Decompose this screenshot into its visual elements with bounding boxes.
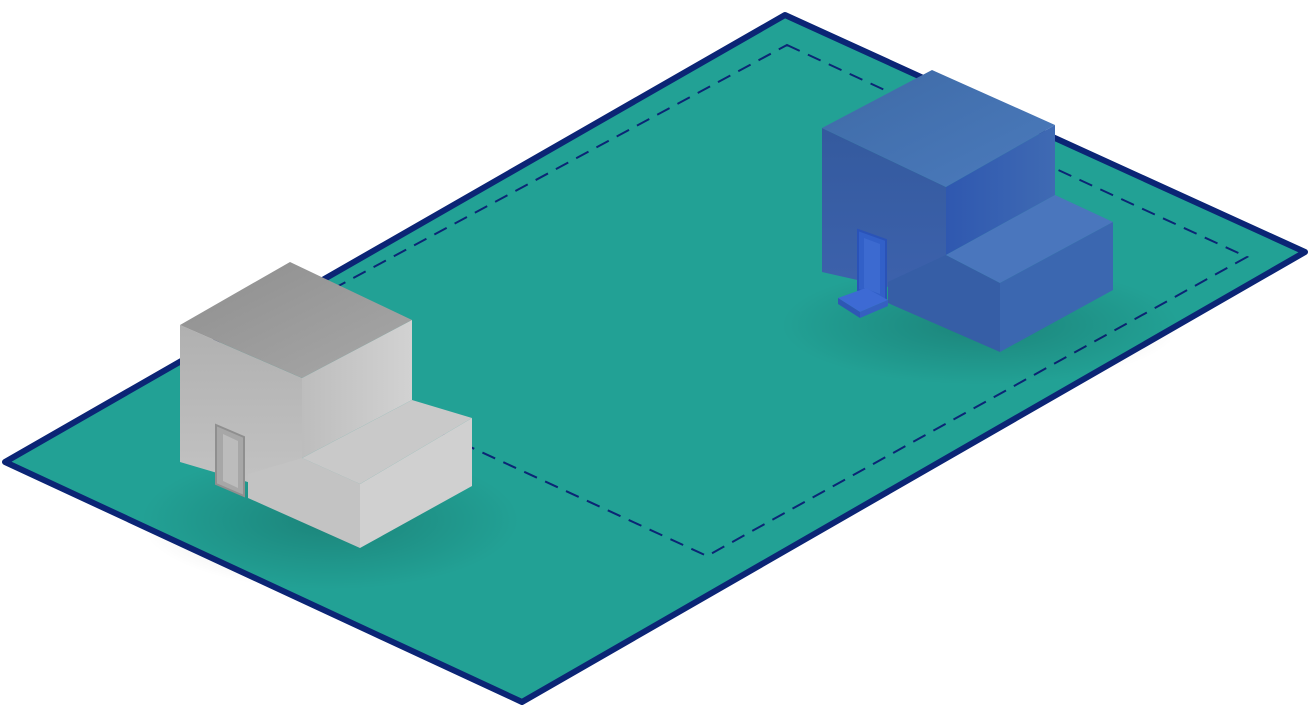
blue-door-step: [838, 288, 888, 312]
grey-building: [180, 262, 472, 548]
blue-building: [822, 70, 1113, 352]
setback-dashed-line: [235, 43, 1250, 558]
